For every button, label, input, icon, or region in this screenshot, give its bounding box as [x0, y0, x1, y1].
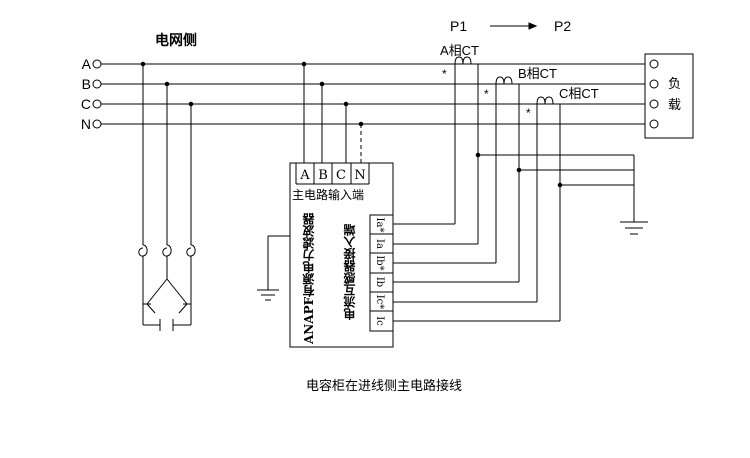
apf-terminal-n: N [354, 168, 365, 183]
ct-coils [454, 56, 554, 105]
phase-label-n: N [81, 116, 91, 132]
ct-a-label: A相CT [440, 43, 479, 58]
load-box [644, 53, 694, 139]
load-terminal-a [649, 59, 659, 69]
apf-terminal-b: B [318, 168, 328, 183]
apf-device-name: ANAPF有源电力滤波器 [302, 212, 316, 345]
power-flow-from: P1 [450, 18, 467, 34]
load-terminal-n [649, 119, 659, 129]
phase-label-a: A [82, 56, 92, 72]
apf-device [289, 162, 394, 348]
ct-terminal-ib: Ib [374, 277, 385, 287]
fuse-symbol [186, 244, 196, 257]
apf-input-wires [303, 64, 362, 163]
load-terminal-c [649, 99, 659, 109]
ct-b-coil [495, 76, 513, 85]
apf-terminal-c: C [336, 168, 346, 183]
ct-terminal-ic: Ic [374, 316, 385, 326]
apf-ground [257, 235, 290, 301]
apf-main-input-label: 主电路输入端 [292, 187, 364, 202]
load-label-char-2: 载 [668, 97, 681, 112]
fuse-symbol [162, 244, 172, 257]
ct-terminal-ia-star: Ia* [374, 218, 385, 233]
ct-ground [620, 221, 648, 235]
diagram-caption: 电容柜在进线侧主电路接线 [306, 378, 462, 393]
ct-c-polarity-mark: * [526, 106, 531, 120]
terminal-c [92, 99, 102, 109]
apf-terminal-a: A [299, 168, 310, 183]
terminal-a [92, 59, 102, 69]
phase-label-c: C [81, 96, 91, 112]
ct-terminal-ic-star: Ic* [374, 295, 385, 310]
ct-b-polarity-mark: * [484, 87, 489, 101]
terminal-b [92, 79, 102, 89]
phase-label-b: B [82, 76, 91, 92]
fuse-symbol [138, 244, 148, 257]
ct-terminal-ia: Ia [374, 239, 385, 249]
load-label-char-1: 负 [668, 76, 681, 91]
power-flow-arrow [490, 22, 538, 30]
apf-ct-input-label: 电流互感器接入端 [343, 223, 357, 321]
ct-a-coil [454, 56, 472, 65]
ct-b-label: B相CT [518, 66, 557, 81]
ct-a-polarity-mark: * [442, 67, 447, 81]
load-box-rect [644, 53, 694, 139]
ct-terminal-ib-star: Ib* [374, 255, 385, 270]
power-flow-to: P2 [554, 18, 571, 34]
ct-c-label: C相CT [559, 86, 599, 101]
terminal-n [92, 119, 102, 129]
load-terminal-b [649, 79, 659, 89]
grid-side-label: 电网侧 [155, 32, 197, 48]
capacitor-cabinet [138, 64, 196, 331]
ct-c-coil [536, 96, 554, 105]
ct-secondary-wires [393, 64, 635, 322]
